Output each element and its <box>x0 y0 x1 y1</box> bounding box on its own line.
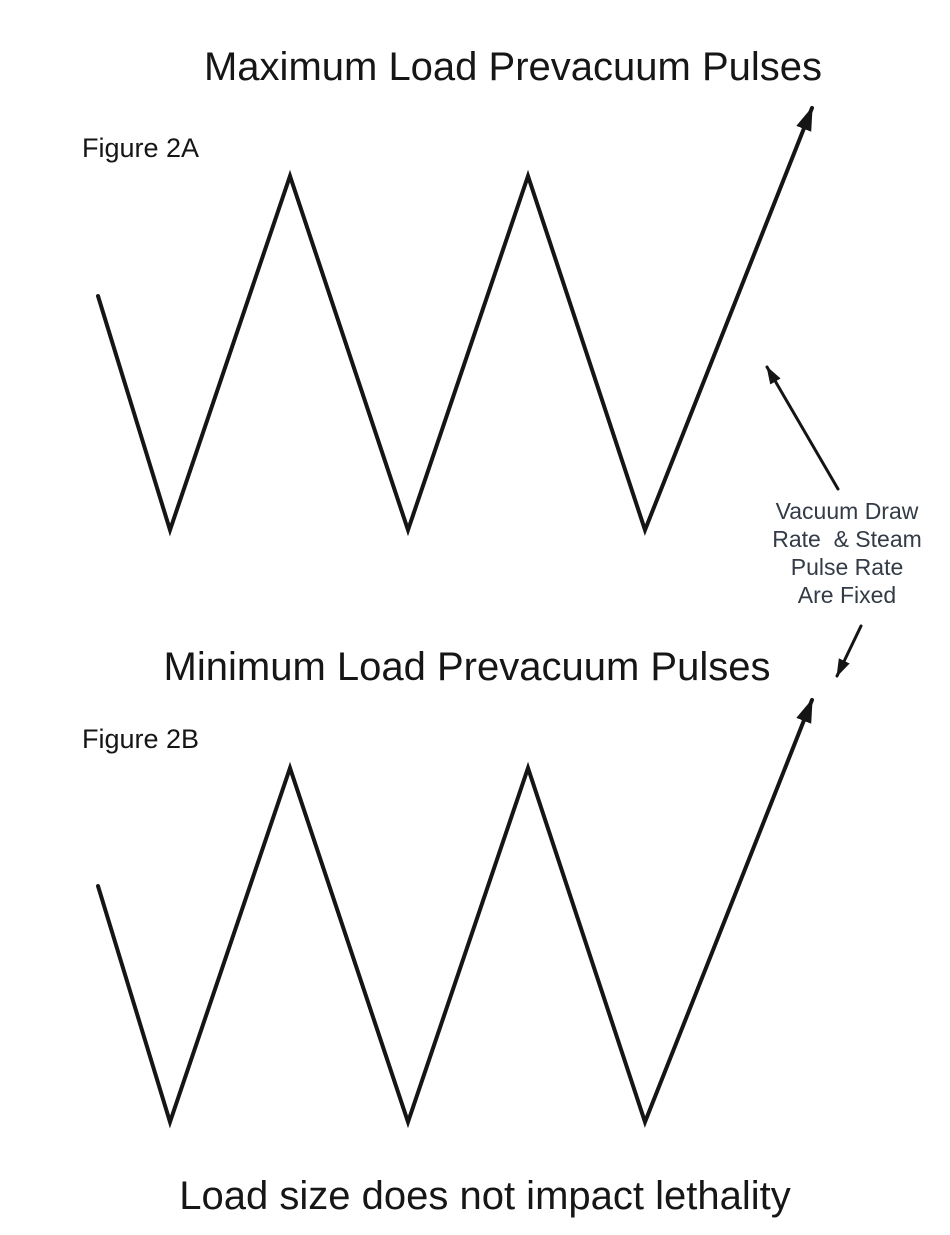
annotation-arrow-to-figure-2a <box>765 365 840 491</box>
annotation-line-2: Rate & Steam <box>772 526 922 552</box>
figure-2b-title: Minimum Load Prevacuum Pulses <box>163 645 771 689</box>
annotation-arrow-to-figure-2b <box>835 624 863 678</box>
footer-caption: Load size does not impact lethality <box>179 1174 791 1218</box>
figure-2b-waveform <box>96 698 814 1129</box>
fixed-rate-annotation: Vacuum Draw Rate & Steam Pulse Rate Are … <box>772 497 922 609</box>
figure-2a-title: Maximum Load Prevacuum Pulses <box>203 45 823 89</box>
figure-2a-waveform <box>96 106 814 537</box>
annotation-line-4: Are Fixed <box>797 582 897 608</box>
annotation-line-3: Pulse Rate <box>790 554 904 580</box>
figure-2a-label: Figure 2A <box>82 133 200 163</box>
figure-2b-label: Figure 2B <box>82 724 200 754</box>
annotation-line-1: Vacuum Draw <box>775 498 919 524</box>
